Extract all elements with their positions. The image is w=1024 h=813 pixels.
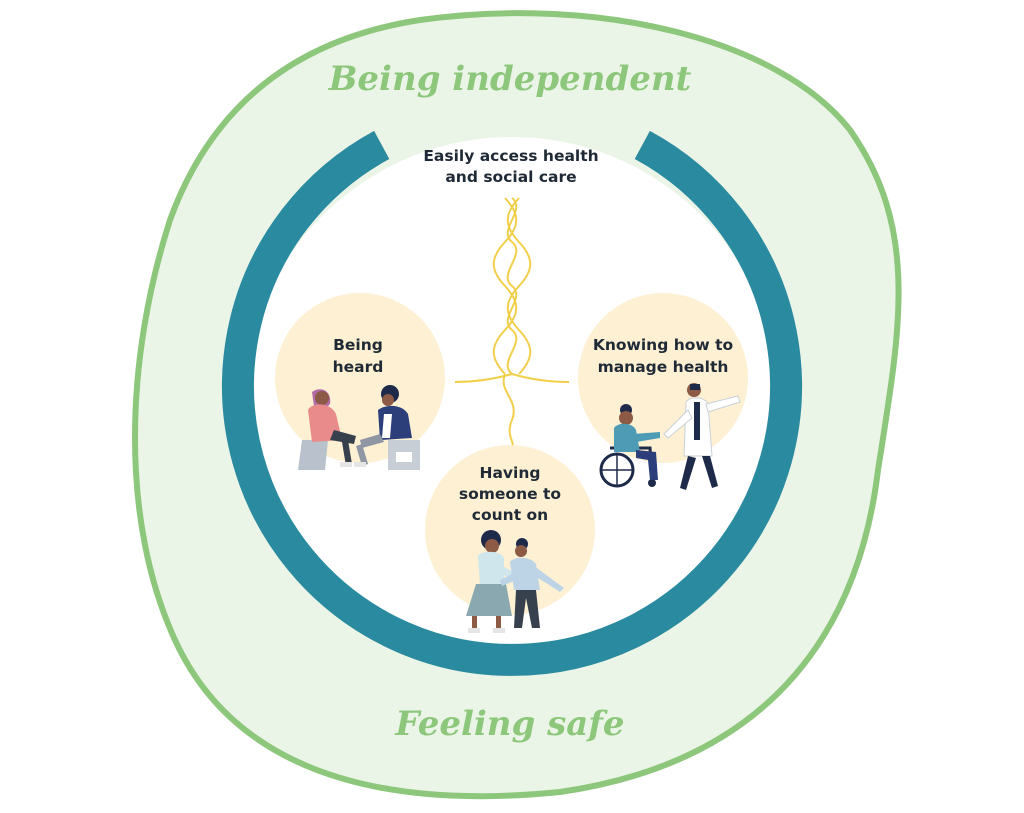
node-circle-manage-health — [578, 293, 748, 463]
being-heard-label-line2: heard — [333, 358, 384, 376]
two-people-holding-hands-icon — [466, 530, 564, 633]
count-on-label-line3: count on — [472, 506, 548, 524]
two-people-talking-icon — [298, 385, 420, 470]
count-on-label-line2: someone to — [459, 485, 561, 503]
manage-health-label-line2: manage health — [598, 358, 729, 376]
braided-strands-icon — [454, 197, 570, 451]
access-care-label-line1: Easily access health — [423, 147, 598, 165]
feeling-safe-label: Feeling safe — [394, 704, 624, 744]
wheelchair-user-with-clinician-icon — [599, 383, 741, 490]
manage-health-label-line1: Knowing how to — [593, 336, 733, 354]
teal-ring — [222, 130, 802, 676]
access-care-label-line2: and social care — [445, 168, 576, 186]
node-circle-count-on — [425, 445, 595, 615]
node-circle-being-heard — [275, 293, 445, 463]
count-on-label-line1: Having — [480, 464, 541, 482]
being-heard-label-line1: Being — [333, 336, 383, 354]
being-independent-label: Being independent — [328, 59, 692, 99]
